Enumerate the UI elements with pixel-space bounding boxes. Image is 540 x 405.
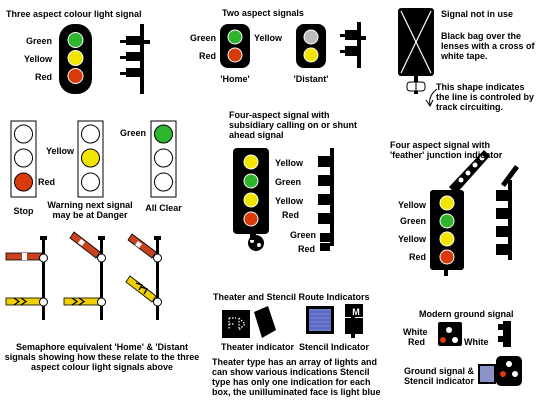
ground-signal-with-stencil (478, 356, 522, 386)
post (140, 24, 144, 94)
label-red: Red (282, 210, 300, 220)
lamp-red (227, 47, 243, 63)
four-aspect-feather-signal (430, 150, 490, 276)
pointer-arrow (425, 88, 438, 107)
semaphore-warning (63, 231, 106, 320)
theater-indicator (222, 306, 276, 338)
label-red: Red (34, 72, 52, 82)
label-white: White (464, 337, 489, 347)
label-stop: Stop (13, 206, 34, 216)
four-aspect-feather-side-view (496, 165, 519, 260)
semaphore-caption: Semaphore equivalent 'Home' & 'Distant s… (4, 342, 200, 372)
lamp-yellow (243, 192, 259, 208)
four-aspect-feather-title: Four aspect signal with 'feather' juncti… (390, 140, 503, 160)
lamp-white (452, 337, 458, 343)
semaphore-clear (125, 233, 162, 320)
two-aspect-side-view (340, 22, 366, 68)
label-home: 'Home' (220, 74, 250, 84)
semaphore-stop (5, 236, 48, 320)
label-yellow: Yellow (254, 33, 283, 43)
not-in-use-text: Black bag over the lenses with a cross o… (441, 31, 535, 61)
track-circuit-text: This shape indicates the line is control… (436, 82, 535, 112)
label-red: Red (198, 51, 216, 61)
signal-head (220, 24, 250, 68)
ground-signal-title: Modern ground signal (419, 309, 514, 319)
lamp-unlit (303, 29, 319, 45)
lamp-yellow (303, 47, 319, 63)
route-indicators-title: Theater and Stencil Route Indicators (213, 292, 370, 302)
lamp-green (243, 173, 259, 189)
two-aspect-home-signal (220, 24, 250, 68)
bagged-signal (398, 8, 434, 94)
ground-stencil-label: Ground signal & Stencil indicator (404, 366, 475, 386)
modern-ground-signal (438, 321, 511, 347)
label-yellow: Yellow (397, 200, 426, 210)
label-green: Green (189, 33, 216, 43)
label-yellow: Yellow (45, 146, 74, 156)
label-yellow: Yellow (275, 158, 304, 168)
label-theater: Theater indicator (221, 342, 295, 352)
stencil-indicator (306, 304, 363, 338)
four-aspect-subsidiary-title: Four-aspect signal with subsidiary calli… (229, 110, 358, 140)
label-green: Green (25, 36, 52, 46)
four-aspect-subsidiary-signal (233, 148, 269, 251)
lamp-red (67, 68, 84, 84)
three-aspect-signal (59, 24, 92, 94)
lamp-yellow (439, 231, 455, 247)
lamp-green (439, 213, 455, 229)
not-in-use-title: Signal not in use (441, 9, 514, 19)
lamp-red (439, 249, 455, 265)
label-red: Red (38, 177, 56, 187)
label-yellow: Yellow (23, 54, 52, 64)
two-aspect-title: Two aspect signals (222, 8, 304, 18)
label-red: Red (408, 252, 426, 262)
three-aspect-side-view (120, 24, 150, 94)
lamp-red (243, 211, 259, 227)
signal-head (296, 24, 326, 68)
stop-indication (10, 120, 37, 198)
label-stencil: Stencil Indicator (299, 342, 370, 352)
two-aspect-distant-signal (296, 24, 326, 68)
three-aspect-title: Three aspect colour light signal (6, 9, 142, 19)
four-aspect-subsidiary-side-view (318, 148, 334, 251)
lamp-yellow (439, 195, 455, 211)
lamp-yellow (243, 154, 259, 170)
label-yellow: Yellow (275, 196, 304, 206)
label-green-subsidiary: Green (290, 230, 317, 240)
label-clear: All Clear (145, 203, 182, 213)
label-green: Green (399, 216, 426, 226)
stencil-letter: M (352, 307, 360, 317)
label-yellow: Yellow (397, 234, 426, 244)
clear-indication (150, 120, 177, 198)
warning-indication (77, 120, 104, 198)
lamp-red (440, 337, 446, 343)
lamp-white (446, 327, 452, 333)
lamp-green (227, 29, 243, 45)
label-green: Green (275, 177, 302, 187)
label-distant: 'Distant' (293, 74, 329, 84)
track-circuit-plate (406, 81, 426, 92)
lamp-yellow (67, 50, 84, 66)
label-white: White (403, 327, 428, 337)
label-warning: Warning next signal may be at Danger (47, 200, 133, 220)
route-indicators-caption: Theater type has an array of lights and … (212, 357, 381, 397)
lamp-green (67, 32, 84, 48)
label-green: Green (119, 128, 146, 138)
label-red: Red (408, 337, 426, 347)
label-red-subsidiary: Red (298, 244, 316, 254)
